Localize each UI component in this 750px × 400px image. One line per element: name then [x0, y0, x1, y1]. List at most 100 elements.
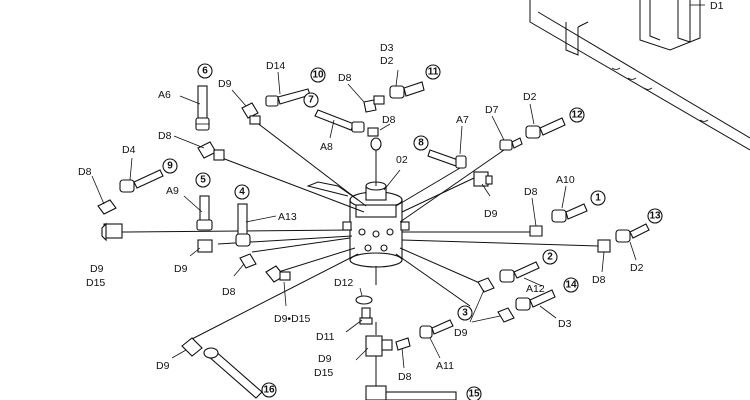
- label-D11: D11: [316, 331, 335, 343]
- svg-text:3: 3: [462, 308, 468, 319]
- circled-number-10: 10: [310, 67, 326, 83]
- circled-number-15: 15: [466, 386, 482, 400]
- circled-number-2: 2: [542, 249, 558, 265]
- svg-text:12: 12: [571, 110, 583, 121]
- fitting-D9-D15-bottom: [365, 335, 393, 357]
- label-D2: D2: [380, 55, 394, 67]
- label-A13: A13: [278, 211, 297, 223]
- label-D8-right: D8: [524, 186, 538, 198]
- svg-text:14: 14: [565, 280, 577, 291]
- label-A10: A10: [556, 174, 575, 186]
- fitting-A13: [235, 203, 251, 247]
- svg-text:13: 13: [649, 211, 661, 222]
- svg-text:7: 7: [308, 95, 314, 106]
- label-D9-bottom: D9: [318, 353, 332, 365]
- center-distributor-block: [342, 181, 410, 268]
- label-D1: D1: [710, 0, 724, 12]
- svg-text:8: 8: [418, 138, 424, 149]
- circled-number-16: 16: [261, 382, 277, 398]
- fitting-D3-right: [515, 289, 556, 311]
- label-D3-right: D3: [558, 318, 572, 330]
- svg-text:15: 15: [468, 389, 480, 400]
- fitting-D2-farright: [615, 223, 650, 243]
- fitting-A9: [196, 195, 213, 231]
- label-D8-top: D8: [338, 72, 352, 84]
- svg-text:5: 5: [200, 175, 206, 186]
- label-D14: D14: [266, 60, 285, 72]
- label-D15-bottom: D15: [314, 367, 333, 379]
- fitting-long-pipe-16: [203, 347, 263, 399]
- fitting-D8-right: [529, 225, 543, 237]
- label-A7: A7: [456, 114, 469, 126]
- label-D3: D3: [380, 42, 394, 54]
- label-D8-mid: D8: [382, 114, 396, 126]
- circled-number-7: 7: [303, 92, 319, 108]
- label-D8-farright: D8: [592, 274, 606, 286]
- fitting-D9-pair-lower: [497, 307, 515, 323]
- label-D4: D4: [122, 144, 136, 156]
- circled-number-9: 9: [162, 158, 178, 174]
- circled-number-13: 13: [647, 208, 663, 224]
- fitting-D8-mid: [367, 127, 382, 151]
- label-A6: A6: [158, 89, 171, 101]
- circled-number-6: 6: [197, 63, 213, 79]
- svg-text:2: 2: [547, 252, 553, 263]
- label-D9-bottomleft: D9: [156, 360, 170, 372]
- circled-number-8: 8: [413, 135, 429, 151]
- fitting-D8-bottom: [395, 337, 411, 351]
- label-D2-right: D2: [523, 91, 537, 103]
- fitting-A8: [314, 109, 365, 133]
- svg-text:16: 16: [263, 385, 275, 396]
- circled-number-3: 3: [457, 305, 473, 321]
- label-D9-left: D9: [90, 263, 104, 275]
- circled-number-5: 5: [195, 172, 211, 188]
- label-D12: D12: [334, 277, 353, 289]
- svg-text:4: 4: [239, 187, 245, 198]
- fitting-D7: [499, 137, 523, 151]
- frame-bracket: [529, 0, 750, 151]
- label-D8-bottom: D8: [398, 371, 412, 383]
- fitting-D8-farright: [597, 239, 611, 253]
- label-D8-left: D8: [158, 130, 172, 142]
- fitting-bottom-15: [365, 385, 457, 400]
- fitting-D9-pair-upper: [477, 277, 495, 293]
- label-D9-pair: D9: [454, 327, 468, 339]
- label-02: 02: [396, 154, 408, 166]
- label-A11: A11: [436, 360, 454, 372]
- svg-text:9: 9: [167, 161, 173, 172]
- fitting-D9-small: [197, 239, 213, 253]
- label-A8: A8: [320, 141, 333, 153]
- svg-text:10: 10: [312, 70, 324, 81]
- fitting-A11: [419, 319, 454, 339]
- fitting-D12-D11: [355, 295, 373, 325]
- circled-number-14: 14: [563, 277, 579, 293]
- fitting-D8-top: [363, 95, 385, 113]
- fitting-D14: [265, 88, 311, 107]
- fitting-D4: [119, 169, 164, 193]
- circled-number-12: 12: [569, 107, 585, 123]
- fitting-A6: [195, 85, 210, 131]
- svg-text:1: 1: [595, 193, 601, 204]
- fitting-D9-D15-mid: [265, 265, 291, 283]
- fitting-D9-bottomleft: [181, 337, 203, 357]
- fitting-A10: [551, 203, 588, 223]
- label-D7: D7: [485, 104, 499, 116]
- label-D9-D15-mid: D9•D15: [274, 313, 311, 325]
- label-D9-small: D9: [174, 263, 188, 275]
- fitting-D9-right: [473, 171, 493, 187]
- fitting-D8-left: [197, 141, 225, 161]
- fitting-D8-farleft: [97, 199, 117, 215]
- label-D9-top: D9: [218, 78, 232, 90]
- label-D9-right: D9: [484, 208, 498, 220]
- label-D15-left: D15: [86, 277, 105, 289]
- fitting-A7: [427, 149, 467, 169]
- label-A9: A9: [166, 185, 179, 197]
- svg-text:6: 6: [202, 66, 208, 77]
- fitting-D9-top: [241, 102, 261, 125]
- label-D2-farright: D2: [630, 262, 644, 274]
- label-D8-farleft: D8: [78, 166, 92, 178]
- svg-text:11: 11: [428, 67, 439, 78]
- fitting-D2-right: [525, 117, 566, 139]
